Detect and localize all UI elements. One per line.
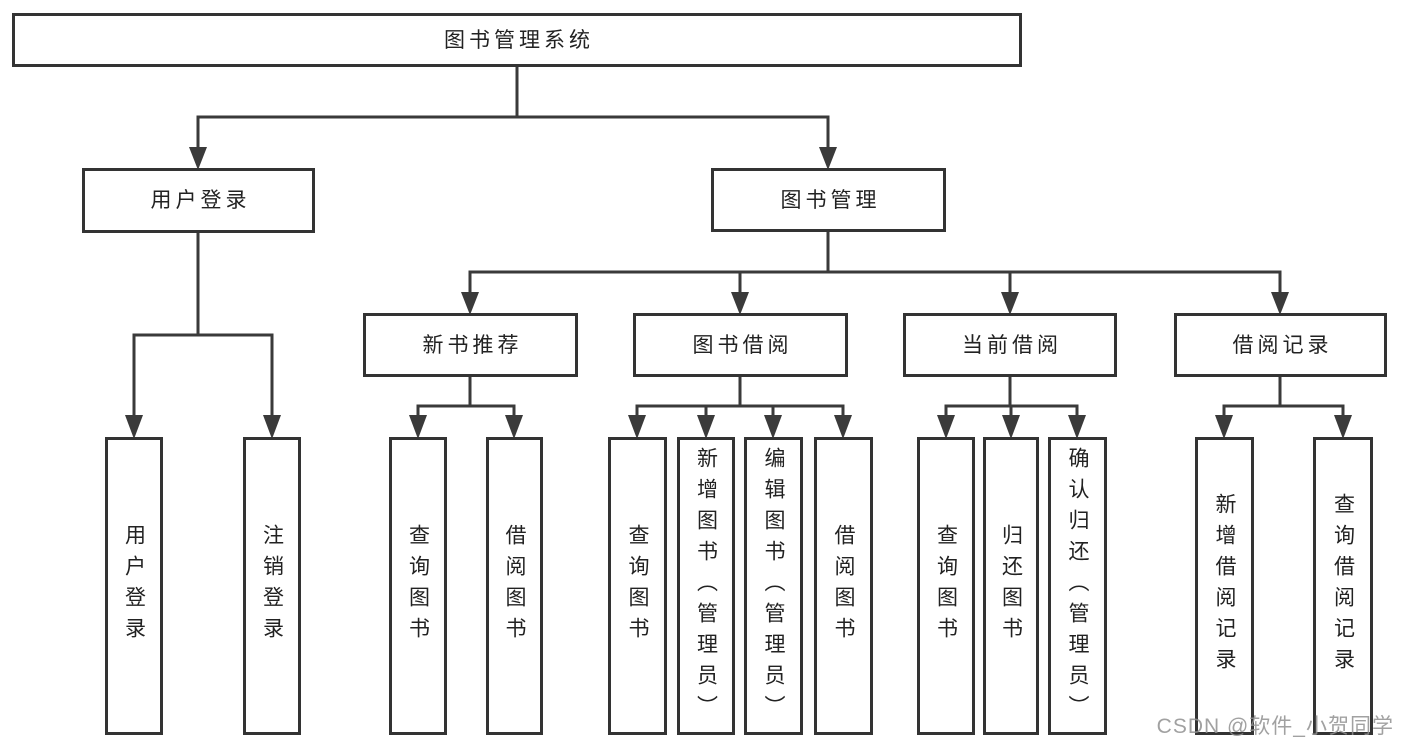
- leaf-bb-add-books-admin: 新增图书（管理员）: [677, 437, 735, 735]
- leaf-bb-query-books: 查询图书: [608, 437, 667, 735]
- leaf-bb-borrow-books: 借阅图书: [814, 437, 873, 735]
- leaf-nb-borrow-books: 借阅图书: [486, 437, 543, 735]
- node-book-management: 图书管理: [711, 168, 946, 232]
- leaf-cb-query-books: 查询图书: [917, 437, 975, 735]
- leaf-user-login: 用户登录: [105, 437, 163, 735]
- leaf-nb-query-books: 查询图书: [389, 437, 447, 735]
- leaf-bb-edit-books-admin: 编辑图书（管理员）: [744, 437, 803, 735]
- node-root: 图书管理系统: [12, 13, 1022, 67]
- leaf-br-query-record: 查询借阅记录: [1313, 437, 1373, 735]
- node-borrow-records: 借阅记录: [1174, 313, 1387, 377]
- leaf-cb-confirm-return-admin: 确认归还（管理员）: [1048, 437, 1107, 735]
- leaf-cb-return-books: 归还图书: [983, 437, 1039, 735]
- leaf-logout: 注销登录: [243, 437, 301, 735]
- leaf-br-add-record: 新增借阅记录: [1195, 437, 1254, 735]
- node-current-borrow: 当前借阅: [903, 313, 1117, 377]
- node-user-login: 用户登录: [82, 168, 315, 233]
- node-new-book-recommend: 新书推荐: [363, 313, 578, 377]
- node-book-borrow: 图书借阅: [633, 313, 848, 377]
